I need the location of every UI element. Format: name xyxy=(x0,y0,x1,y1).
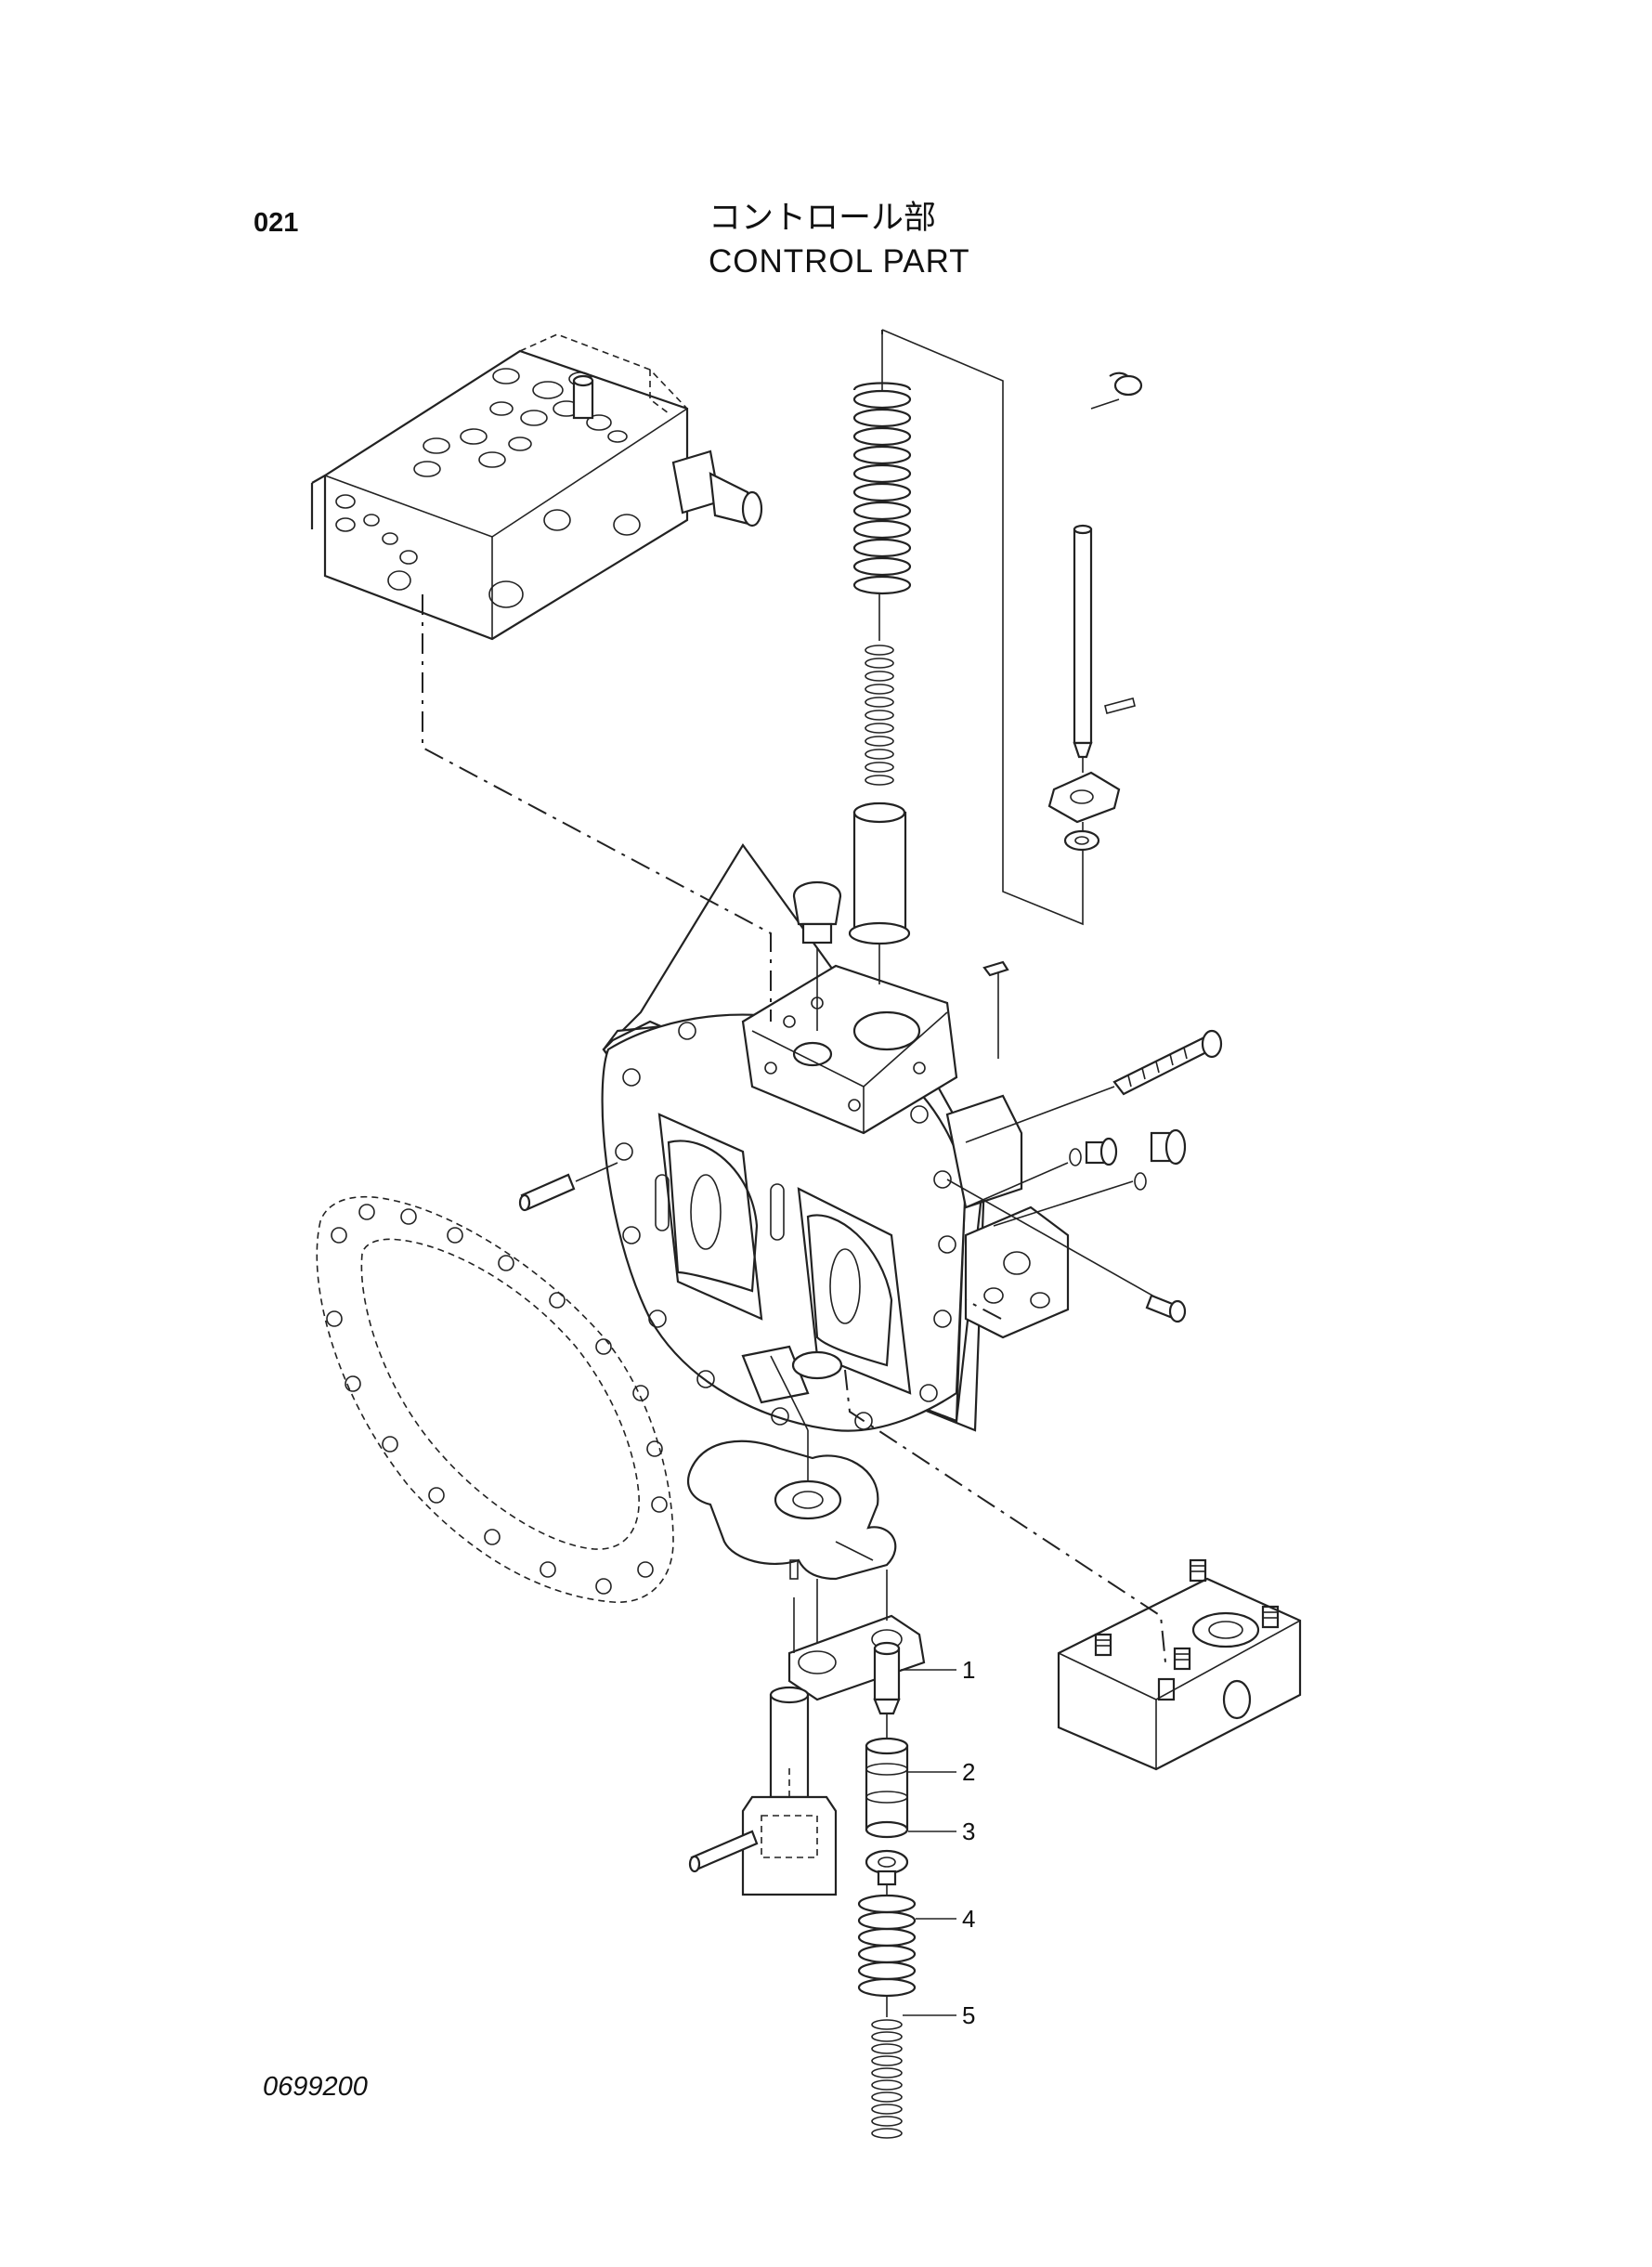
gasket xyxy=(316,1195,674,1603)
plug-screw-a xyxy=(1069,1137,1118,1166)
pin-right-lower xyxy=(1145,1294,1187,1323)
cap-screw-right xyxy=(1112,1029,1223,1096)
valve-block-bottom-right xyxy=(1057,1558,1302,1771)
valve-block-top-left xyxy=(310,333,763,641)
part-5-spring xyxy=(871,2019,903,2139)
pin-lower-left xyxy=(688,1830,759,1873)
part-2-sleeve xyxy=(865,1737,909,1839)
main-housing xyxy=(601,843,1070,1432)
callout-label: 2 xyxy=(962,1758,976,1786)
upper-sleeve xyxy=(848,801,911,945)
title-japanese: コントロール部 xyxy=(709,200,937,237)
callout-label: 4 xyxy=(962,1905,976,1933)
callout-label: 1 xyxy=(962,1656,976,1684)
callout-label: 5 xyxy=(962,2001,976,2029)
plug-screw-b xyxy=(1134,1128,1187,1191)
lower-plate xyxy=(787,1559,926,1701)
upper-spring-small xyxy=(865,645,894,786)
callout-label: 3 xyxy=(962,1818,976,1845)
part-4-spring xyxy=(857,1894,917,1998)
dowel-pin-left xyxy=(518,1162,618,1212)
drawing-number: 0699200 xyxy=(263,2072,368,2102)
title-english: CONTROL PART xyxy=(709,243,970,280)
pin-top-center xyxy=(982,960,1009,1059)
assembly-lines xyxy=(422,330,1166,1663)
shaft-right-upper xyxy=(1073,371,1143,759)
piston-sleeve xyxy=(741,1686,838,1896)
callout-leaders xyxy=(901,1669,956,2016)
page-number: 021 xyxy=(254,208,299,238)
part-1-spool xyxy=(873,1641,901,1715)
bracket-small xyxy=(1047,771,1121,824)
lever-arm xyxy=(686,1440,897,1581)
upper-spring-large xyxy=(852,382,912,595)
part-3-seat xyxy=(865,1849,909,1886)
washer-small xyxy=(1063,829,1100,852)
plug xyxy=(792,880,842,945)
